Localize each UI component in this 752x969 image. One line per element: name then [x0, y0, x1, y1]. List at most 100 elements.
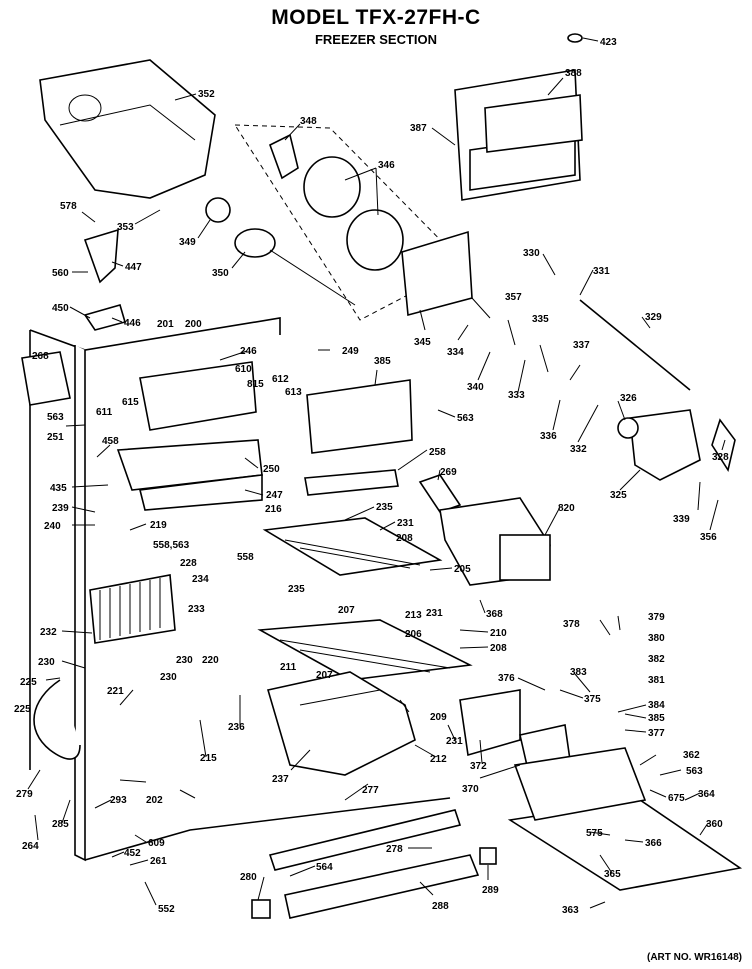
callout: 231 — [426, 608, 443, 619]
part-225 — [33, 679, 81, 760]
callout: 337 — [573, 340, 590, 351]
callout: 200 — [185, 319, 202, 330]
diagram-subtitle: FREEZER SECTION — [314, 32, 438, 47]
part-360 — [507, 747, 743, 891]
part-258 — [304, 469, 399, 496]
callout: 552 — [158, 904, 175, 915]
callout: 357 — [505, 292, 522, 303]
dashed-frame — [234, 124, 466, 321]
callout: 558 — [237, 552, 254, 563]
callout: 280 — [240, 872, 257, 883]
callout: 609 — [148, 838, 165, 849]
callout: 235 — [376, 502, 393, 513]
callout: 234 — [192, 574, 209, 585]
callout: 208 — [396, 533, 413, 544]
callout: 375 — [584, 694, 601, 705]
callout: 372 — [470, 761, 487, 772]
callout: 349 — [179, 237, 196, 248]
callout: 231 — [397, 518, 414, 529]
part-329 — [579, 299, 691, 391]
callout: 378 — [563, 619, 580, 630]
part-423 — [567, 33, 583, 43]
callout: 228 — [180, 558, 197, 569]
callout: 385 — [374, 356, 391, 367]
callout: 330 — [523, 248, 540, 259]
part-372 — [459, 689, 521, 757]
callout: 205 — [454, 564, 471, 575]
callout: 339 — [673, 514, 690, 525]
callout: 246 — [240, 346, 257, 357]
callout: 251 — [47, 432, 64, 443]
callout: 610 — [235, 364, 252, 375]
callout: 250 — [263, 464, 280, 475]
callout: 362 — [683, 750, 700, 761]
callout: 213 — [405, 610, 422, 621]
part-348 — [269, 133, 299, 180]
callout: 435 — [50, 483, 67, 494]
callout: 340 — [467, 382, 484, 393]
callout: 285 — [52, 819, 69, 830]
callout: 563 — [47, 412, 64, 423]
callout: 249 — [342, 346, 359, 357]
leader-lines — [27, 37, 726, 909]
part-346 — [303, 156, 404, 271]
callout: 237 — [272, 774, 289, 785]
callout: 232 — [40, 627, 57, 638]
callout: 231 — [446, 736, 463, 747]
diagram-title: MODEL TFX-27FH-C — [271, 6, 481, 29]
callout: 215 — [200, 753, 217, 764]
part-shelf-lower — [257, 619, 473, 681]
callout: 208 — [490, 643, 507, 654]
callout: 611 — [96, 407, 113, 418]
callout: 279 — [16, 789, 33, 800]
callout: 331 — [593, 266, 610, 277]
art-number: (ART NO. WR16148) — [646, 952, 742, 963]
callout: 210 — [490, 628, 507, 639]
callout: 288 — [432, 901, 449, 912]
callout: 289 — [482, 885, 499, 896]
callout: 230 — [176, 655, 193, 666]
callout: 384 — [648, 700, 665, 711]
callout: 612 — [272, 374, 289, 385]
callout: 388 — [565, 68, 582, 79]
callout: 258 — [429, 447, 446, 458]
callout: 558,563 — [153, 540, 190, 551]
callout: 385 — [648, 713, 665, 724]
callout: 563 — [457, 413, 474, 424]
callout: 206 — [405, 629, 422, 640]
part-350 — [234, 228, 356, 306]
callout: 277 — [362, 785, 379, 796]
callout: 333 — [508, 390, 525, 401]
callout: 423 — [600, 37, 617, 48]
callout: 233 — [188, 604, 205, 615]
callout: 209 — [430, 712, 447, 723]
part-280 — [251, 899, 271, 919]
part-820 — [439, 497, 551, 586]
callout: 387 — [410, 123, 427, 134]
callout: 247 — [266, 490, 283, 501]
callout: 216 — [265, 504, 282, 515]
part-232 — [89, 574, 176, 644]
callout: 219 — [150, 520, 167, 531]
part-325 — [617, 409, 701, 481]
part-349 — [205, 197, 231, 223]
callout: 261 — [150, 856, 167, 867]
part-211 — [266, 671, 416, 776]
part-352 — [39, 59, 216, 199]
part-268 — [21, 351, 71, 406]
callout: 348 — [300, 116, 317, 127]
callout: 230 — [38, 657, 55, 668]
callout: 675 — [668, 793, 685, 804]
callout: 293 — [110, 795, 127, 806]
callout: 335 — [532, 314, 549, 325]
callout: 613 — [285, 387, 302, 398]
callout: 278 — [386, 844, 403, 855]
callout: 350 — [212, 268, 229, 279]
part-385 — [306, 379, 413, 454]
callout: 458 — [102, 436, 119, 447]
callout: 332 — [570, 444, 587, 455]
part-269 — [418, 474, 462, 513]
callout: 346 — [378, 160, 395, 171]
callout: 452 — [124, 848, 141, 859]
